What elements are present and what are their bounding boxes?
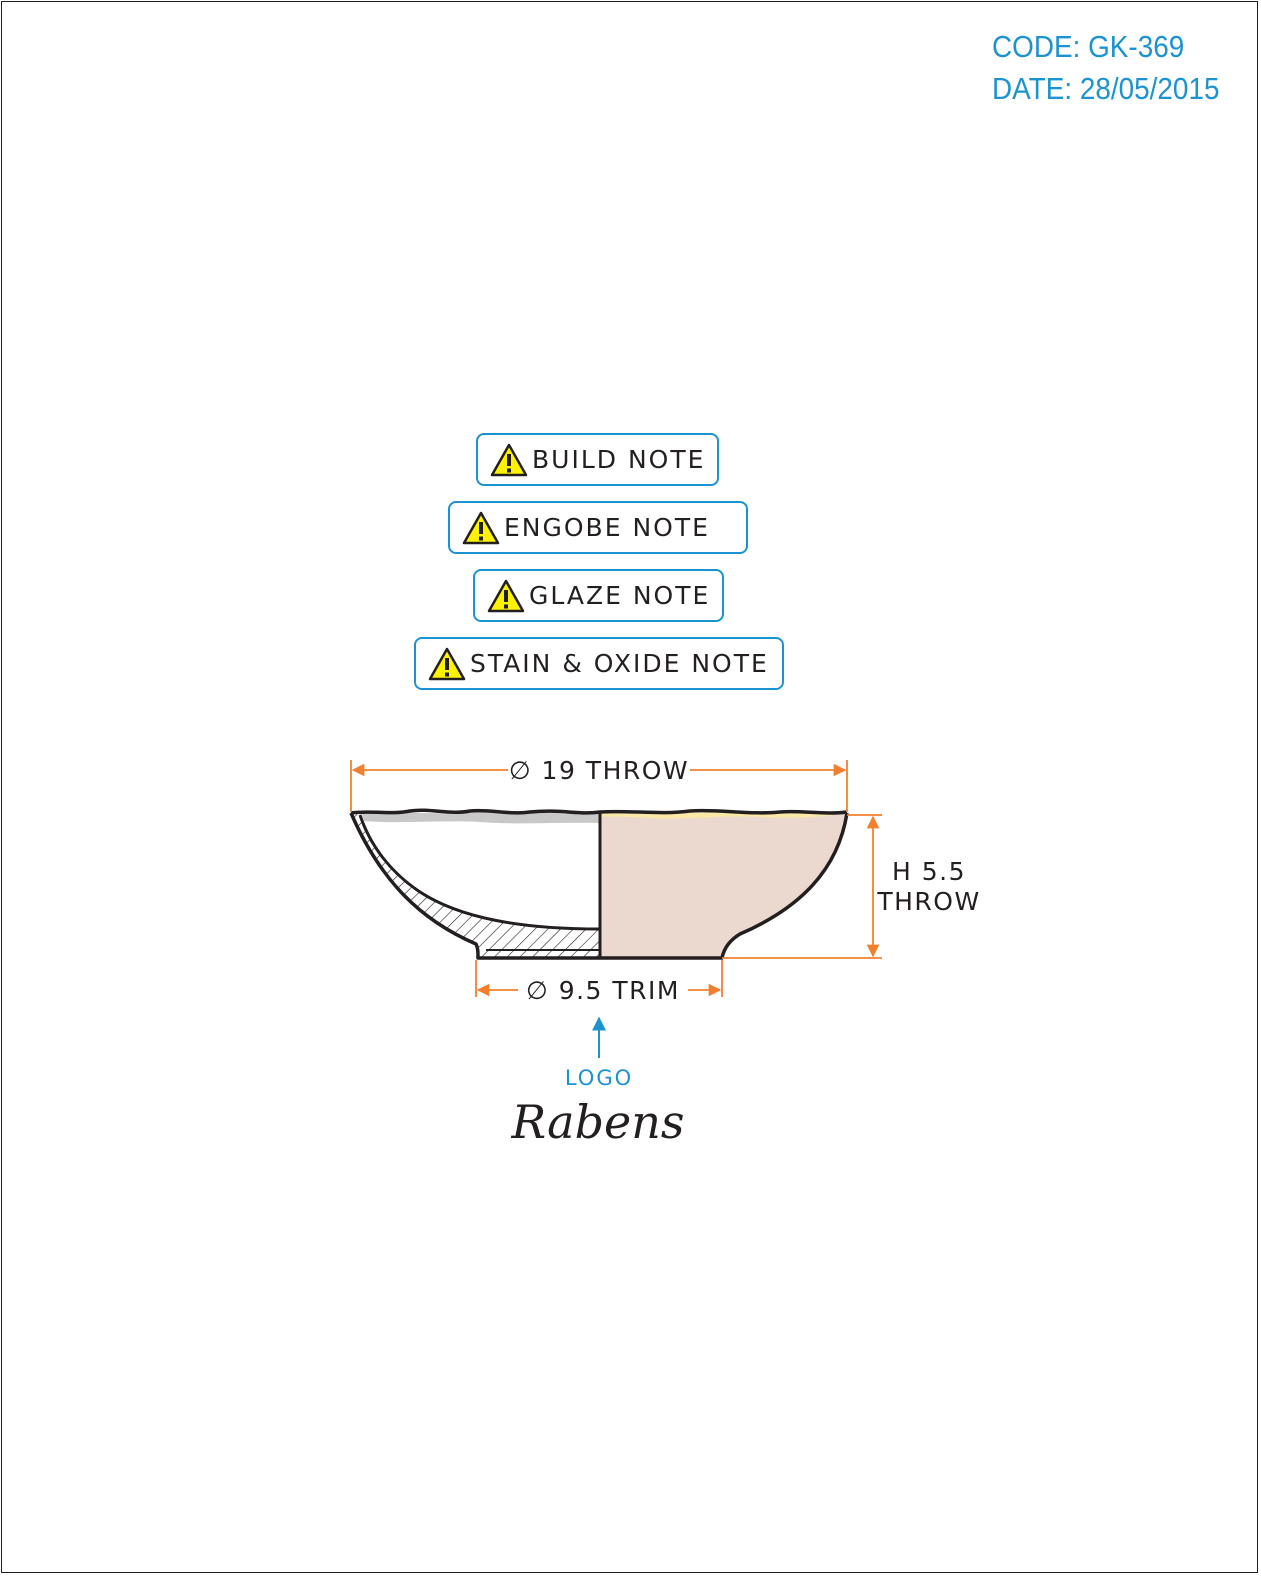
bowl-exterior-half xyxy=(600,811,847,958)
date-label: DATE: 28/05/2015 xyxy=(992,71,1220,106)
glaze-note-label: GLAZE NOTE xyxy=(529,581,711,610)
top-diameter-dimension: ∅ 19 THROW xyxy=(350,756,848,812)
drawing-meta: CODE: GK-369 DATE: 28/05/2015 xyxy=(992,26,1219,110)
code-label: CODE: GK-369 xyxy=(992,29,1185,64)
logo-callout: LOGO xyxy=(565,1016,633,1090)
logo-label: LOGO xyxy=(565,1066,633,1090)
foot-diameter-label: ∅ 9.5 TRIM xyxy=(526,976,680,1005)
engobe-note-label: ENGOBE NOTE xyxy=(504,513,710,542)
height-label-line1: H 5.5 xyxy=(892,857,966,886)
bowl-outline xyxy=(349,808,849,960)
engobe-note-button[interactable]: ENGOBE NOTE xyxy=(448,501,748,554)
build-note-button[interactable]: BUILD NOTE xyxy=(476,433,719,486)
build-note-label: BUILD NOTE xyxy=(532,445,706,474)
height-label-line2: THROW xyxy=(876,887,980,916)
height-dimension: H 5.5 THROW xyxy=(722,814,980,959)
stain-oxide-note-button[interactable]: STAIN & OXIDE NOTE xyxy=(414,637,784,690)
warning-icon xyxy=(487,579,525,612)
foot-diameter-dimension: ∅ 9.5 TRIM xyxy=(475,960,723,1005)
warning-icon xyxy=(428,647,466,680)
warning-icon xyxy=(490,443,528,476)
glaze-note-button[interactable]: GLAZE NOTE xyxy=(473,569,724,622)
warning-icon xyxy=(462,511,500,544)
brand-logo: Rabens xyxy=(510,1095,684,1149)
top-diameter-label: ∅ 19 THROW xyxy=(509,756,689,785)
bowl-section-half xyxy=(351,811,601,958)
stain-oxide-note-label: STAIN & OXIDE NOTE xyxy=(470,649,769,678)
